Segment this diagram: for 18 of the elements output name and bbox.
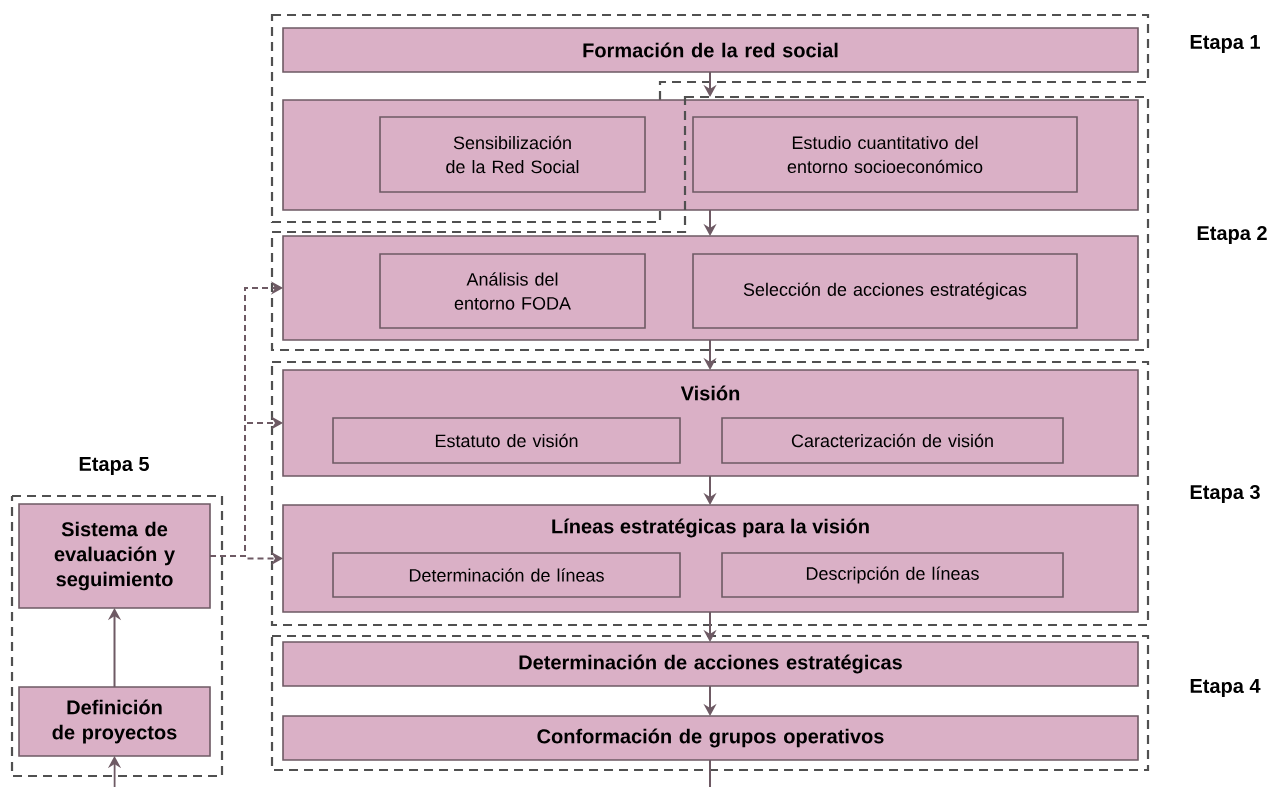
node-label: Etapa 2 bbox=[1197, 225, 1267, 245]
node-label: Etapa 4 bbox=[1190, 679, 1261, 697]
subprocess-box: Selección de acciones estratégicas bbox=[692, 253, 1078, 329]
subprocess-box: Determinación de líneas bbox=[332, 552, 681, 598]
subprocess-box: Análisis del entorno FODA bbox=[379, 253, 646, 329]
subprocess-box: Sensibilización de la Red Social bbox=[379, 116, 646, 193]
node-label: Etapa 5 bbox=[79, 457, 150, 475]
process-box: Definición de proyectos bbox=[18, 686, 211, 757]
process-box: Conformación de grupos operativos bbox=[282, 715, 1139, 761]
node-label: Etapa 3 bbox=[1190, 484, 1260, 504]
process-box: Sistema de evaluación y seguimiento bbox=[18, 503, 211, 609]
process-box: Formación de la red social bbox=[282, 27, 1139, 73]
subprocess-box: Descripción de líneas bbox=[721, 552, 1064, 598]
process-box: Determinación de acciones estratégicas bbox=[282, 641, 1139, 687]
subprocess-box: Caracterización de visión bbox=[721, 417, 1064, 464]
node-label: Etapa 1 bbox=[1190, 35, 1260, 53]
subprocess-box: Estudio cuantitativo del entorno socioeconómico bbox=[692, 116, 1078, 193]
subprocess-box: Estatuto de visión bbox=[332, 417, 681, 464]
